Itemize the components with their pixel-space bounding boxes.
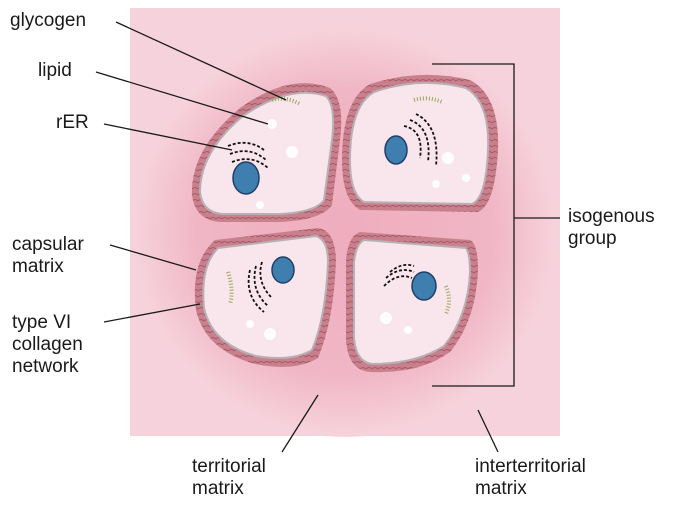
territorial-matrix-area xyxy=(133,27,557,437)
label-type-vi-collagen-network: type VI collagen network xyxy=(12,312,83,378)
label-capsular-matrix: capsular matrix xyxy=(12,234,84,278)
label-rer: rER xyxy=(56,112,89,134)
label-lipid: lipid xyxy=(38,60,72,82)
label-isogenous-group: isogenous group xyxy=(568,206,655,250)
label-interterritorial-matrix: interterritorial matrix xyxy=(475,456,586,500)
label-territorial-matrix: territorial matrix xyxy=(192,456,266,500)
chondrocyte-top-right xyxy=(342,75,498,212)
label-glycogen: glycogen xyxy=(10,10,86,32)
